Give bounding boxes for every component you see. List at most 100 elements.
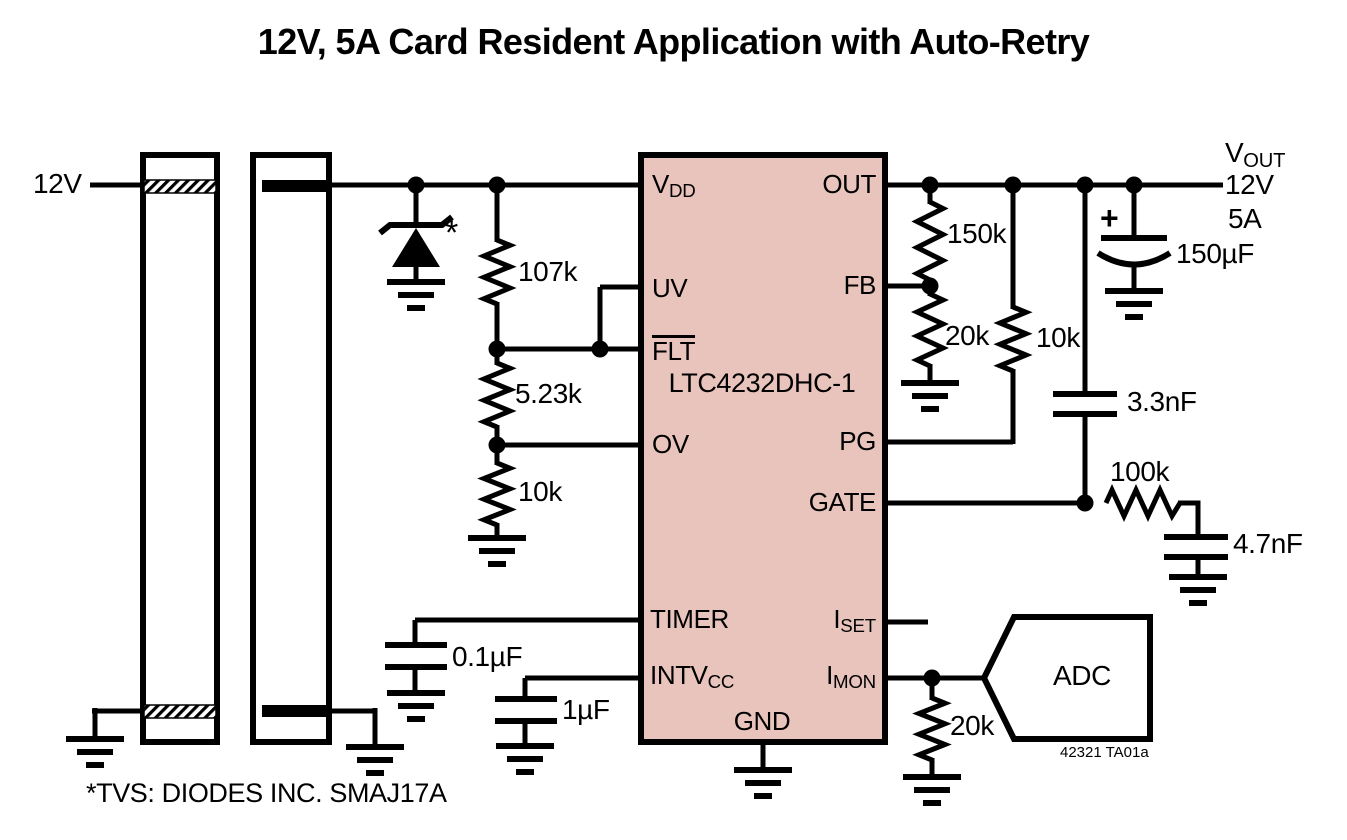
junction-dot [488, 436, 506, 454]
resistor-20k-imon [912, 695, 952, 763]
resistor-100k-label: 100k [1110, 456, 1170, 487]
wire-10kl-bottom [494, 523, 500, 537]
wire-tvs-top [413, 185, 419, 224]
wire-card-gnd [329, 708, 376, 714]
ground-47nf [1169, 574, 1227, 606]
vout-label: VOUT [1225, 137, 1286, 172]
ground-20k-fb [901, 380, 959, 412]
junction-dot [1125, 176, 1143, 194]
junction-dot [591, 340, 609, 358]
ground-150uf [1105, 288, 1163, 320]
junction-dot [1076, 494, 1094, 512]
capacitors [385, 235, 1228, 724]
wire-20kimon-bottom [929, 758, 935, 776]
resistor-150k [911, 199, 949, 283]
wire-cintvcc-top [522, 678, 528, 698]
cap-47nf-plate2 [1164, 554, 1228, 560]
adc-label: ADC [1053, 660, 1111, 691]
wire-flt [497, 346, 643, 352]
resistor-20k-imon-label: 20k [950, 710, 994, 741]
wire-tvs-bottom [413, 265, 419, 281]
junction-dot [407, 176, 425, 194]
tvs-asterisk: * [445, 214, 458, 252]
wire-20kimon-top [929, 678, 935, 700]
junction-dot [488, 340, 506, 358]
tvs-diode [378, 214, 454, 267]
vout-voltage: 12V [1225, 169, 1274, 200]
resistor-150k-label: 150k [947, 218, 1007, 249]
cap-150uf-plate-neg [1096, 250, 1172, 268]
cap-intvcc-label: 1µF [562, 694, 610, 725]
pin-gnd: GND [733, 706, 791, 736]
wire-ctimer-bottom [412, 668, 418, 692]
wire-backplane-gnd-drop [92, 708, 98, 738]
wire-523k-bottom [494, 425, 500, 447]
wire-150uf-bottom [1131, 264, 1137, 290]
junction-dot [1004, 176, 1022, 194]
wire-47nf-bottom [1195, 560, 1201, 576]
pin-iset: ISET [833, 604, 876, 637]
ground-ctimer [387, 690, 445, 722]
cap-intvcc-plate1 [495, 696, 557, 702]
junction-dot [923, 669, 941, 687]
wire-uv-stub [597, 287, 603, 352]
zener-cathode-bar [378, 214, 454, 236]
cap-timer-label: 0.1µF [452, 641, 523, 672]
wire-ctimer-top [412, 620, 418, 644]
wire-cintvcc-bottom [522, 722, 528, 745]
pin-flt: FLT [652, 335, 696, 366]
cap-150uf-plate-pos [1101, 235, 1167, 241]
junction-dot [1076, 176, 1094, 194]
wire-gnd-pin [760, 742, 766, 769]
resistor-107k-label: 107k [518, 256, 578, 287]
wire-33nf-top [1082, 185, 1088, 393]
ground-symbols [66, 279, 1227, 806]
wire-100k-to-cap [1178, 500, 1198, 506]
ground-gnd-pin [734, 767, 792, 799]
pin-out: OUT [822, 169, 876, 199]
resistor-5.23k-label: 5.23k [515, 378, 582, 409]
junction-dot [921, 277, 939, 295]
wire-fb [883, 283, 932, 289]
resistor-5.23k [477, 360, 517, 430]
wire-10kr-top [1010, 185, 1016, 309]
backplane-contact-bottom [143, 704, 217, 719]
cap-47nf-plate1 [1164, 534, 1228, 540]
pin-timer: TIMER [650, 604, 729, 634]
wires [90, 182, 1223, 776]
card-pin-bottom [262, 705, 332, 717]
cap-33nf-plate2 [1053, 411, 1117, 417]
resistor-20k-fb-label: 20k [945, 320, 989, 351]
pin-gate: GATE [808, 487, 877, 517]
wire-timer [415, 617, 643, 623]
wire-card-gnd-drop [372, 708, 378, 746]
ic-part-number: LTC4232DHC-1 [668, 368, 856, 398]
ground-card [346, 744, 404, 776]
wire-107k-top [494, 185, 500, 242]
wire-33nf-bottom [1082, 415, 1088, 503]
cap-47nf-label: 4.7nF [1233, 528, 1303, 559]
wire-uv [600, 284, 643, 290]
ground-cintvcc [496, 743, 554, 775]
wire-12v-input [90, 182, 143, 188]
figure-id: 42321 TA01a [1060, 744, 1149, 761]
card-edge-connector [250, 152, 332, 745]
input-rail-label: 12V [33, 168, 82, 199]
wire-out-rail [883, 182, 1223, 188]
wire-intvcc [525, 675, 643, 681]
card-pin-top [262, 180, 332, 192]
junction-dots [407, 176, 1143, 687]
resistor-10k-pg-label: 10k [1036, 322, 1080, 353]
resistors [477, 199, 1183, 763]
wire-20k-bottom [927, 364, 933, 382]
tvs-note: *TVS: DIODES INC. SMAJ17A [86, 778, 447, 808]
cap-timer-plate1 [385, 642, 447, 648]
resistor-107k [477, 237, 517, 307]
ground-backplane [66, 736, 124, 768]
wire-107k-bottom [494, 302, 500, 350]
pin-pg: PG [839, 426, 876, 456]
schematic-title: 12V, 5A Card Resident Application with A… [257, 21, 1090, 62]
cap-33nf-label: 3.3nF [1127, 386, 1197, 417]
ground-10k-ov [468, 535, 526, 567]
